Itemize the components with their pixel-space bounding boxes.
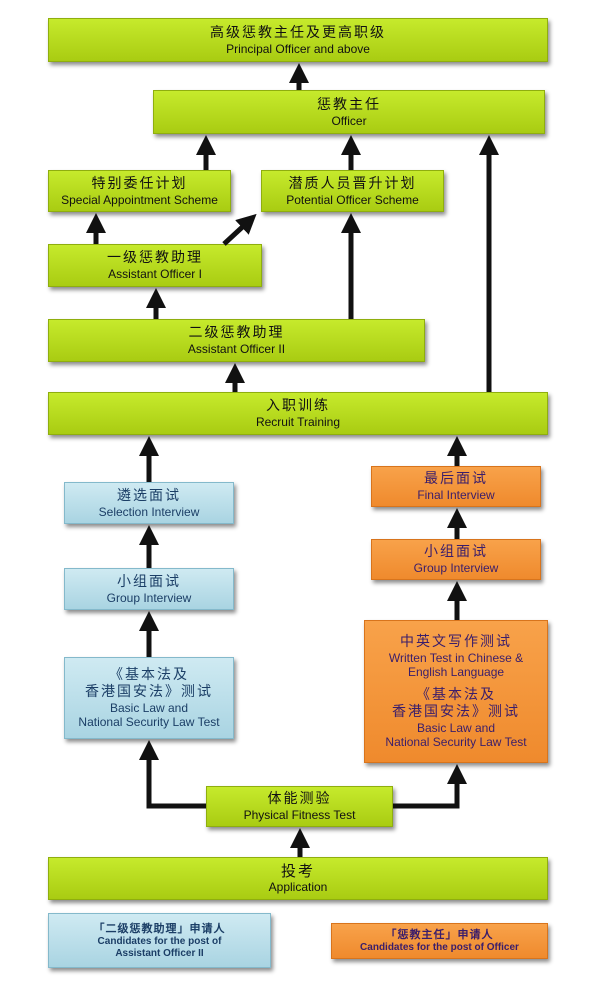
box-officer: 惩教主任 Officer	[153, 90, 545, 134]
box-application: 投考 Application	[48, 857, 548, 900]
box-basic-law-test-left: 《基本法及 香港国安法》测试 Basic Law and National Se…	[64, 657, 234, 739]
box-recruit-training: 入职训练 Recruit Training	[48, 392, 548, 435]
box-label-zh: 香港国安法》测试	[392, 704, 520, 720]
box-label-zh: 香港国安法》测试	[85, 684, 213, 700]
box-label-en: Final Interview	[417, 488, 495, 502]
box-label-en: Basic Law and	[416, 721, 496, 735]
box-label-zh: 潜质人员晋升计划	[288, 175, 417, 192]
box-assistant-officer-2: 二级惩教助理 Assistant Officer II	[48, 319, 425, 362]
box-final-interview: 最后面试 Final Interview	[371, 466, 541, 507]
box-label-en: English Language	[407, 665, 505, 679]
box-potential-officer-scheme: 潜质人员晋升计划 Potential Officer Scheme	[261, 170, 444, 212]
box-label-zh: 特别委任计划	[91, 175, 188, 192]
box-label-zh: 最后面试	[424, 471, 488, 487]
legend-label-zh: 「惩教主任」申请人	[385, 928, 494, 941]
box-label-en: National Security Law Test	[78, 715, 220, 729]
arrow-ao1-to-potential	[222, 213, 257, 246]
box-label-en: Application	[268, 880, 328, 894]
box-label-en: Selection Interview	[98, 504, 200, 519]
legend-label-en: Candidates for the post of	[97, 935, 222, 947]
box-assistant-officer-1: 一级惩教助理 Assistant Officer I	[48, 244, 262, 287]
box-label-zh: 《基本法及	[109, 667, 189, 683]
arrow-fitness-to-written	[393, 764, 467, 809]
box-label-zh: 小组面试	[117, 573, 181, 590]
box-physical-fitness-test: 体能测验 Physical Fitness Test	[206, 786, 393, 827]
box-label-en: Recruit Training	[255, 415, 341, 429]
box-label-en: Group Interview	[413, 561, 499, 575]
box-selection-interview: 遴选面试 Selection Interview	[64, 482, 234, 524]
box-label-zh: 《基本法及	[416, 687, 496, 703]
box-written-and-basic-law-test: 中英文写作测试 Written Test in Chinese & Englis…	[364, 620, 548, 763]
box-label-en: Written Test in Chinese &	[388, 651, 524, 665]
box-group-interview-left: 小组面试 Group Interview	[64, 568, 234, 610]
box-group-interview-right: 小组面试 Group Interview	[371, 539, 541, 580]
box-label-zh: 中英文写作测试	[400, 634, 512, 650]
box-label-en: Basic Law and	[109, 701, 189, 715]
box-label-zh: 体能测验	[267, 791, 332, 807]
box-label-en: Potential Officer Scheme	[286, 192, 419, 207]
box-label-zh: 小组面试	[424, 544, 488, 560]
legend-label-zh: 「二级惩教助理」申请人	[93, 921, 226, 935]
box-label-en: Group Interview	[106, 590, 192, 605]
box-label-en: Assistant Officer II	[187, 342, 286, 356]
box-label-zh: 高级惩教主任及更高职级	[210, 24, 386, 41]
legend-officer: 「惩教主任」申请人 Candidates for the post of Off…	[331, 923, 548, 959]
box-label-zh: 惩教主任	[317, 96, 381, 113]
legend-assistant-officer-2: 「二级惩教助理」申请人 Candidates for the post of A…	[48, 913, 271, 968]
box-label-en: Physical Fitness Test	[243, 808, 356, 822]
box-label-zh: 入职训练	[266, 398, 330, 414]
box-label-zh: 投考	[280, 862, 315, 880]
box-label-en: Special Appointment Scheme	[61, 192, 218, 207]
box-label-en: Officer	[331, 113, 367, 128]
box-label-en: Principal Officer and above	[226, 41, 370, 56]
box-label-en: Assistant Officer I	[108, 267, 202, 281]
arrow-fitness-to-basic-left	[139, 740, 206, 809]
legend-label-en: Assistant Officer II	[115, 947, 204, 959]
box-label-en: National Security Law Test	[385, 735, 527, 749]
box-label-zh: 一级惩教助理	[107, 250, 203, 266]
box-label-zh: 二级惩教助理	[188, 325, 285, 341]
legend-label-en: Candidates for the post of Officer	[360, 942, 519, 953]
box-principal-officer: 高级惩教主任及更高职级 Principal Officer and above	[48, 18, 548, 62]
box-label-zh: 遴选面试	[117, 487, 181, 504]
box-special-appointment-scheme: 特别委任计划 Special Appointment Scheme	[48, 170, 231, 212]
